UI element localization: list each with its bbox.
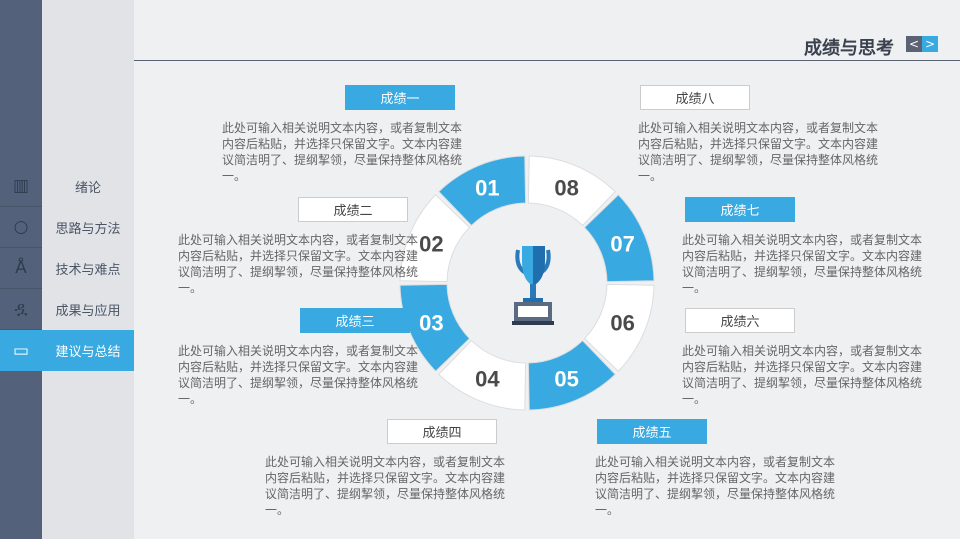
ring-segment-03 [399,283,471,372]
ring-label-08: 08 [554,175,578,200]
tag-3: 成绩三 [300,308,410,333]
ring-segment-05 [527,339,616,411]
monitor-icon: ▭ [12,340,30,361]
sidebar-item-tech[interactable]: Å 技术与难点 [0,248,134,289]
ring-segment-07 [583,194,655,283]
tag-1: 成绩一 [345,85,455,110]
desc-8: 此处可输入相关说明文本内容，或者复制文本内容后粘贴，并选择只保留文字。文本内容建… [638,121,879,183]
sidebar-item-label: 建议与总结 [55,345,121,360]
tag-7: 成绩七 [685,197,795,222]
desc-4: 此处可输入相关说明文本内容，或者复制文本内容后粘贴，并选择只保留文字。文本内容建… [265,455,506,517]
sidebar-rail [0,0,42,539]
tag-8: 成绩八 [640,85,750,110]
sidebar-item-label: 思路与方法 [55,222,121,237]
compass-icon: Å [0,248,42,289]
sidebar-item-label: 绪论 [74,181,101,196]
sidebar-item-methods[interactable]: ○ 思路与方法 [0,207,134,248]
ring-label-02: 02 [419,231,443,256]
ring-label-07: 07 [610,231,634,256]
ring-segment-01 [438,155,527,227]
desc-3: 此处可输入相关说明文本内容，或者复制文本内容后粘贴，并选择只保留文字。文本内容建… [178,344,419,406]
trophy-icon [512,246,554,325]
sidebar [42,0,134,539]
ring-segment-06 [583,283,655,372]
next-button[interactable]: > [922,36,938,52]
books-icon: ▥ [0,166,42,207]
microscope-icon: ዷ [0,289,42,330]
ring-label-03: 03 [419,311,443,336]
desc-6: 此处可输入相关说明文本内容，或者复制文本内容后粘贴，并选择只保留文字。文本内容建… [682,344,923,406]
ring-label-04: 04 [475,367,500,392]
sidebar-item-summary[interactable]: ▭ 建议与总结 [0,330,134,371]
desc-1: 此处可输入相关说明文本内容，或者复制文本内容后粘贴，并选择只保留文字。文本内容建… [222,121,463,183]
header-divider [134,60,960,61]
sidebar-item-intro[interactable]: ▥ 绪论 [0,166,134,207]
ring-label-05: 05 [554,367,578,392]
sidebar-item-label: 成果与应用 [55,304,121,319]
sidebar-item-results[interactable]: ዷ 成果与应用 [0,289,134,330]
desc-5: 此处可输入相关说明文本内容，或者复制文本内容后粘贴，并选择只保留文字。文本内容建… [595,455,836,517]
prev-button[interactable]: < [906,36,922,52]
ring-label-01: 01 [475,175,499,200]
tag-5: 成绩五 [597,419,707,444]
page-title: 成绩与思考 [804,38,894,59]
magnifier-icon: ○ [0,207,42,248]
desc-2: 此处可输入相关说明文本内容，或者复制文本内容后粘贴，并选择只保留文字。文本内容建… [178,233,419,295]
ring-segment-08 [527,155,616,227]
tag-2: 成绩二 [298,197,408,222]
ring-segment-02 [399,194,471,283]
desc-7: 此处可输入相关说明文本内容，或者复制文本内容后粘贴，并选择只保留文字。文本内容建… [682,233,923,295]
sidebar-item-label: 技术与难点 [55,263,121,278]
tag-4: 成绩四 [387,419,497,444]
ring-segment-04 [438,339,527,411]
ring-label-06: 06 [610,311,634,336]
tag-6: 成绩六 [685,308,795,333]
